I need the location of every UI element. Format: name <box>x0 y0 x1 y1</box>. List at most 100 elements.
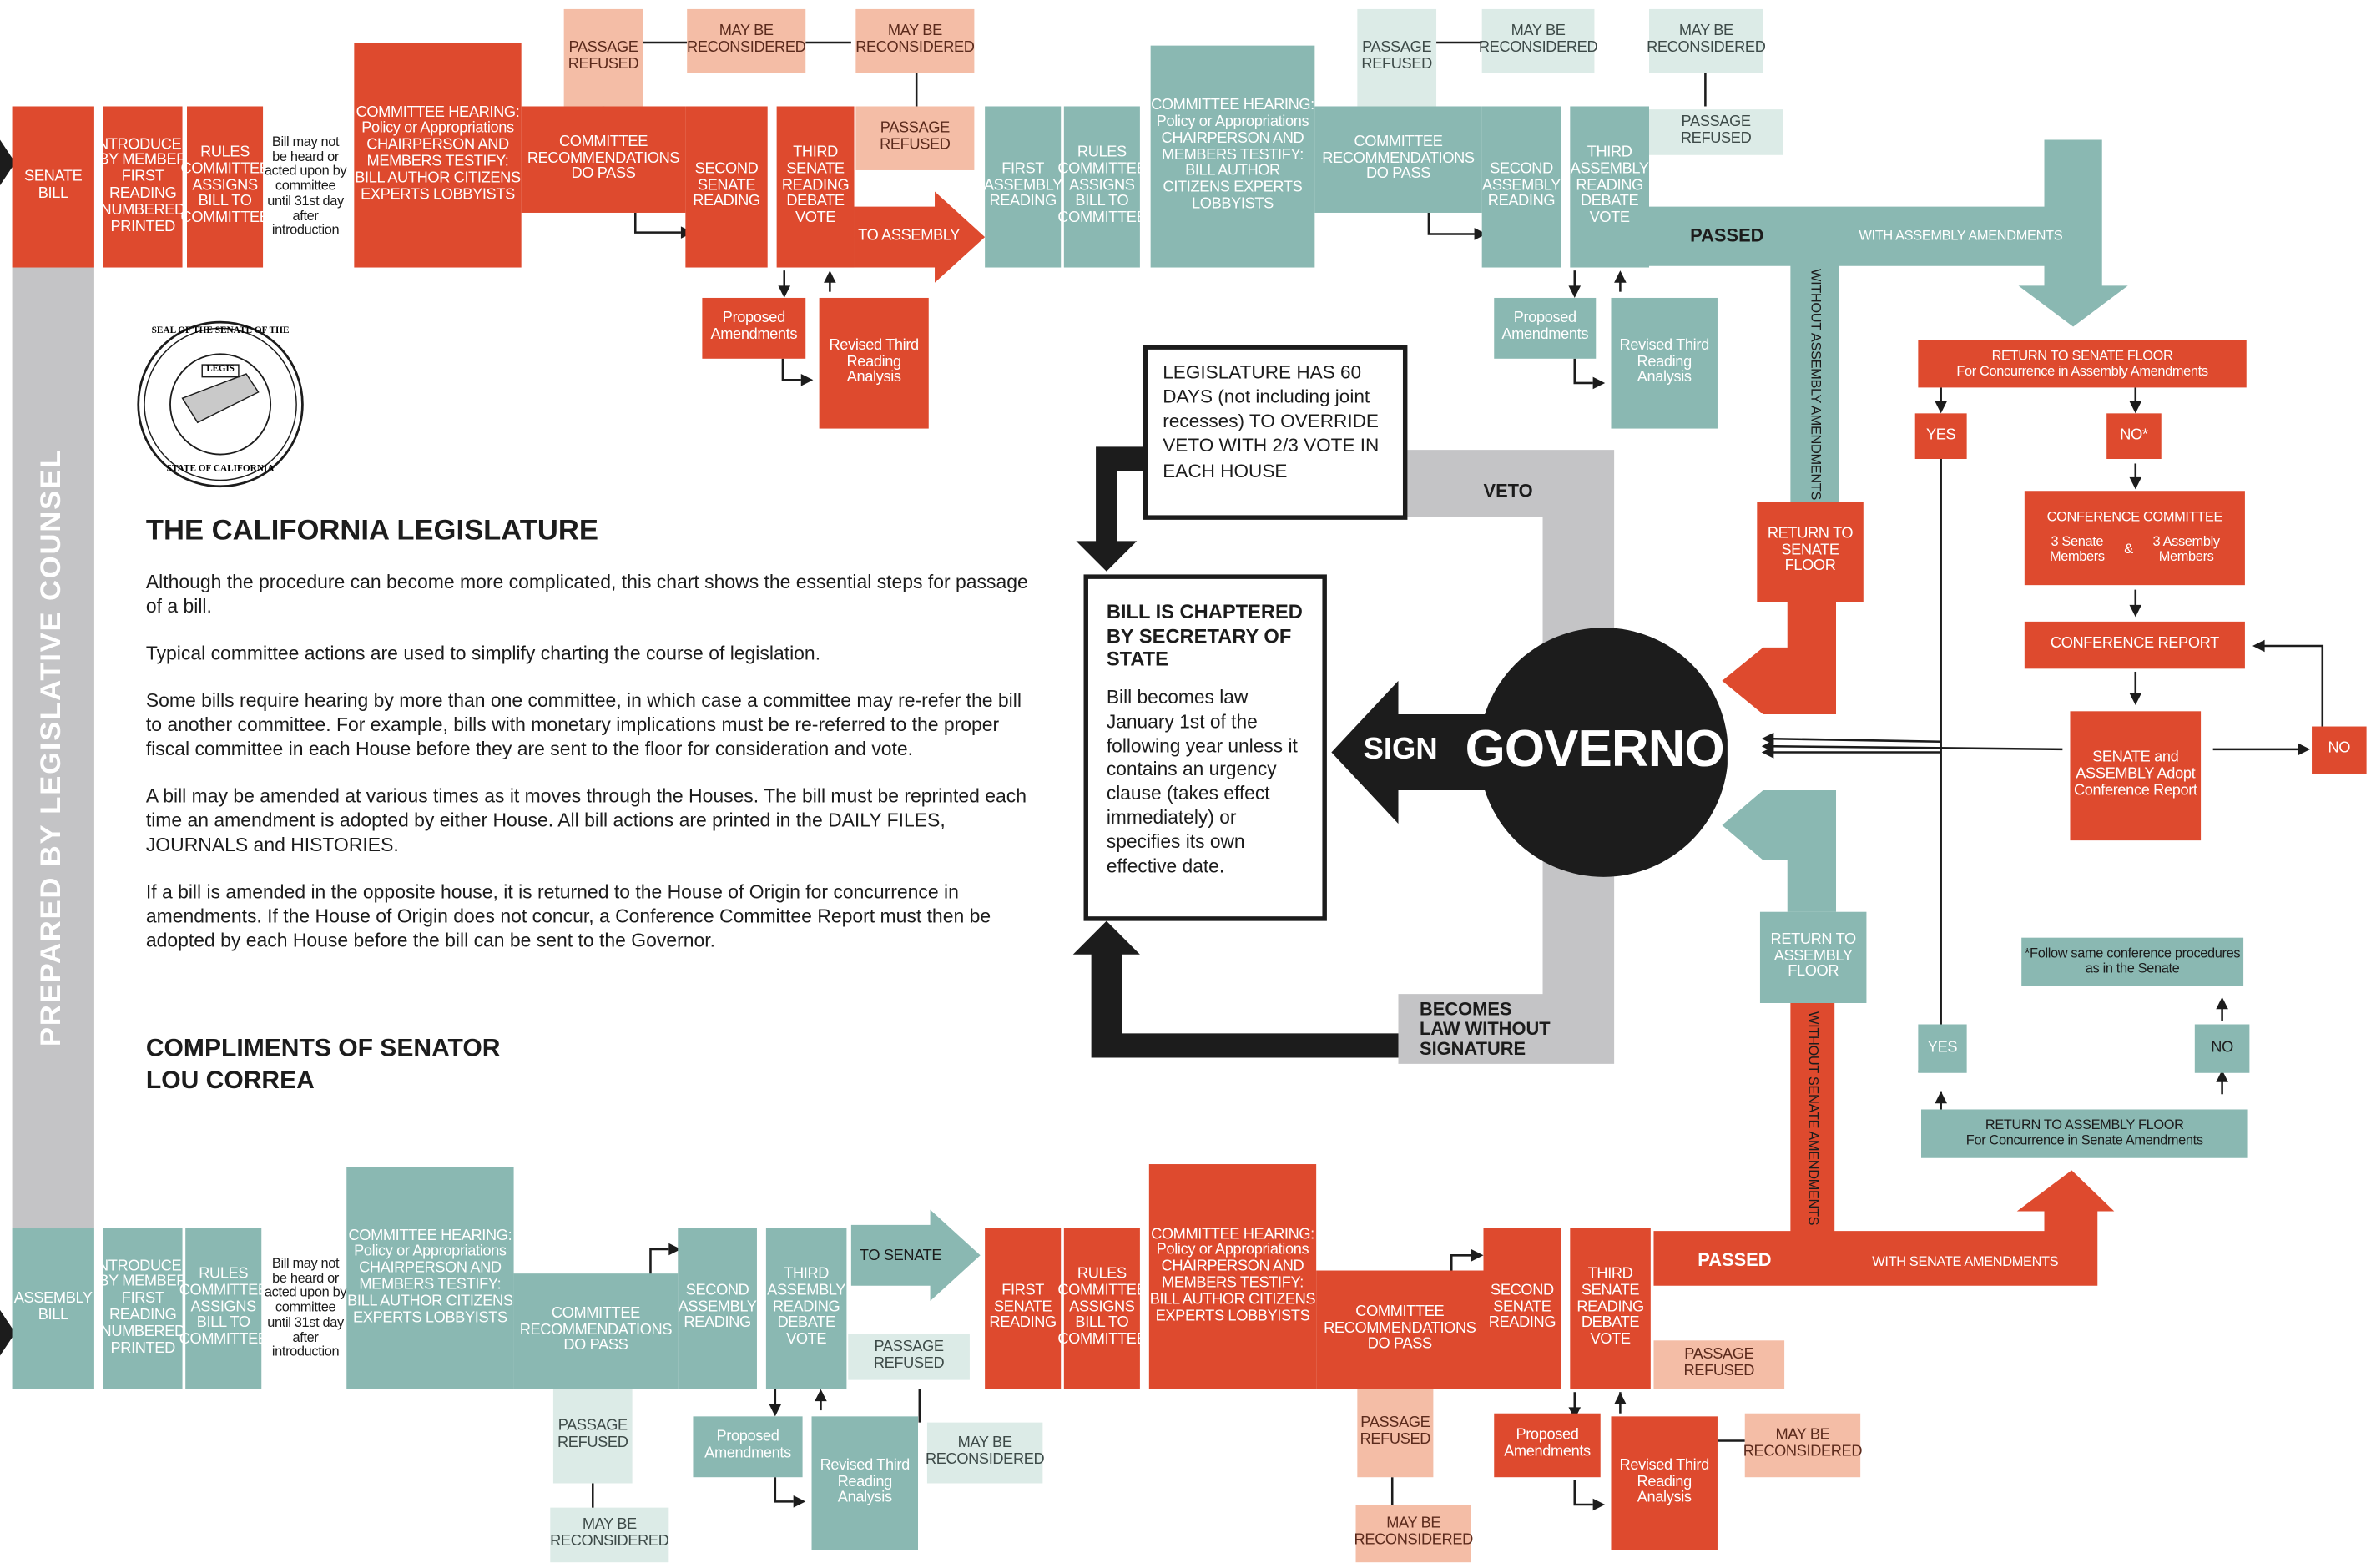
may-be-reconsidered-box: MAY BE RECONSIDERED <box>1743 1413 1863 1478</box>
return-senate-floor-box: RETURN TO SENATE FLOOR <box>1757 501 1864 602</box>
may-be-reconsidered-label: MAY BE RECONSIDERED <box>1743 1427 1863 1461</box>
committee-recommendations-box: COMMITTEE RECOMMENDATIONS DO PASS <box>513 1273 679 1389</box>
return-assembly-concurrence-title: RETURN TO ASSEMBLY FLOOR <box>1985 1117 2184 1133</box>
senate-bill-box: SENATE BILL <box>12 106 94 268</box>
conference-assembly-members: 3 Assembly Members <box>2152 533 2221 564</box>
third-senate-reading-label: THIRD SENATE READING DEBATE VOTE <box>1576 1266 1644 1349</box>
proposed-amendments-label: Proposed Amendments <box>710 310 798 344</box>
override-arrow <box>1076 446 1143 572</box>
return-assembly-floor-box: RETURN TO ASSEMBLY FLOOR <box>1759 911 1867 1003</box>
without-senate-amendments-text: WITHOUT SENATE AMENDMENTS <box>1790 1009 1834 1228</box>
senate-rules-label: RULES COMMITTEE ASSIGNS BILL TO COMMITTE… <box>1057 1266 1147 1349</box>
committee-hearing-box: COMMITTEE HEARING: Policy or Appropriati… <box>354 42 522 268</box>
may-be-reconsidered-label: MAY BE RECONSIDERED <box>550 1516 669 1550</box>
senate-recommendations-label: COMMITTEE RECOMMENDATIONS DO PASS <box>1324 1303 1476 1354</box>
third-reading-box: THIRD ASSEMBLY READING DEBATE VOTE <box>765 1228 847 1389</box>
committee-hearing-label: COMMITTEE HEARING: Policy or Appropriati… <box>355 103 521 204</box>
assembly-recommendations-label: COMMITTEE RECOMMENDATIONS DO PASS <box>1322 133 1475 184</box>
follow-procedures-text: *Follow same conference procedures as in… <box>2025 945 2241 976</box>
entry-arrow-bottom <box>0 1309 16 1356</box>
conference-report-label: CONFERENCE REPORT <box>2050 635 2219 653</box>
may-be-reconsidered-label: MAY BE RECONSIDERED <box>1354 1515 1474 1549</box>
yes-label: YES <box>1927 1038 1958 1056</box>
revised-analysis-box: Revised Third Reading Analysis <box>1611 297 1718 429</box>
rules-committee-label: RULES COMMITTEE ASSIGNS BILL TO COMMITTE… <box>179 1266 268 1349</box>
may-be-reconsidered-label: MAY BE RECONSIDERED <box>1647 23 1766 57</box>
description-paragraph: If a bill is amended in the opposite hou… <box>145 881 991 951</box>
conference-committee-box: CONFERENCE COMMITTEE 3 Senate Members & … <box>2024 491 2245 586</box>
introduced-label: INTRODUCED BY MEMBER FIRST READING NUMBE… <box>93 136 193 235</box>
to-assembly-arrow <box>854 191 986 283</box>
second-senate-reading-label: SECOND SENATE READING <box>1488 1282 1556 1333</box>
passage-refused-label: PASSAGE REFUSED <box>880 120 951 154</box>
may-be-reconsidered-box: MAY BE RECONSIDERED <box>1479 8 1598 73</box>
governor-label: GOVERNOR <box>1465 720 1762 779</box>
yes-box: YES <box>1918 1024 1967 1073</box>
to-assembly-label: TO ASSEMBLY <box>858 227 961 245</box>
may-be-reconsidered-box: MAY BE RECONSIDERED <box>1647 8 1766 73</box>
passed-assembly-bar <box>1649 139 2128 502</box>
revised-analysis-box: Revised Third Reading Analysis <box>819 297 929 429</box>
passage-refused-box: PASSAGE REFUSED <box>1357 8 1437 107</box>
revised-analysis-label: Revised Third Reading Analysis <box>1619 336 1710 387</box>
arrow-heads <box>668 226 2311 1511</box>
without-assembly-amendments-label: WITHOUT ASSEMBLY AMENDMENTS <box>1808 269 1824 501</box>
assembly-rules-box: RULES COMMITTEE ASSIGNS BILL TO COMMITTE… <box>1057 106 1147 268</box>
first-senate-reading-box: FIRST SENATE READING <box>985 1228 1062 1389</box>
proposed-amendments-box: Proposed Amendments <box>1494 297 1597 359</box>
third-reading-label: THIRD ASSEMBLY READING DEBATE VOTE <box>767 1266 846 1349</box>
second-senate-reading-box: SECOND SENATE READING <box>1483 1228 1561 1389</box>
banner-bar <box>12 267 94 1228</box>
override-note-box: LEGISLATURE HAS 60 DAYS (not including j… <box>1143 345 1408 520</box>
law-without-signature-arrow <box>1072 920 1399 1058</box>
to-senate-arrow <box>850 1209 981 1301</box>
description-paragraph: Although the procedure can become more c… <box>145 571 1028 618</box>
passage-refused-box: PASSAGE REFUSED <box>1357 1389 1434 1478</box>
proposed-amendments-box: Proposed Amendments <box>702 297 806 359</box>
waiting-note-label: Bill may not be heard or acted upon by c… <box>264 1255 347 1359</box>
no-box: NO <box>2194 1024 2250 1073</box>
yes-box: YES <box>1914 413 1967 460</box>
introduced-box: INTRODUCED BY MEMBER FIRST READING NUMBE… <box>93 106 192 268</box>
third-assembly-reading-label: THIRD ASSEMBLY READING DEBATE VOTE <box>1570 144 1649 227</box>
sign-arrow <box>1331 680 1490 824</box>
passed-label: PASSED <box>1690 224 1764 247</box>
may-be-reconsidered-box: MAY BE RECONSIDERED <box>855 8 975 73</box>
waiting-note: Bill may not be heard or acted upon by c… <box>264 1228 347 1389</box>
description-paragraph: Some bills require hearing by more than … <box>145 689 1022 760</box>
passed-senate-bar <box>1653 1002 2115 1286</box>
assembly-bill-label: ASSEMBLY BILL <box>13 1290 93 1324</box>
introduced-box: INTRODUCED BY MEMBER FIRST READING NUMBE… <box>93 1228 192 1389</box>
second-reading-box: SECOND SENATE READING <box>685 106 768 268</box>
may-be-reconsidered-label: MAY BE RECONSIDERED <box>855 23 975 57</box>
passage-refused-box: PASSAGE REFUSED <box>1653 1340 1785 1389</box>
with-senate-amendments-label: WITH SENATE AMENDMENTS <box>1872 1253 2059 1269</box>
conference-ampersand: & <box>2124 541 2133 557</box>
assembly-bill-box: ASSEMBLY BILL <box>12 1228 94 1389</box>
revised-analysis-label: Revised Third Reading Analysis <box>829 336 920 387</box>
compliments: COMPLIMENTS OF SENATOR LOU CORREA <box>145 1035 501 1094</box>
passage-refused-label: PASSAGE REFUSED <box>568 39 639 73</box>
senate-bill-label: SENATE BILL <box>24 169 83 203</box>
veto-label: VETO <box>1483 480 1533 502</box>
committee-hearing-box: COMMITTEE HEARING: Policy or Appropriati… <box>346 1167 514 1389</box>
conference-report-box: CONFERENCE REPORT <box>2024 621 2245 669</box>
revised-analysis-label: Revised Third Reading Analysis <box>1619 1457 1710 1507</box>
senate-hearing-label: COMMITTEE HEARING: Policy or Appropriati… <box>1149 1225 1316 1325</box>
assembly-hearing-box: COMMITTEE HEARING: Policy or Appropriati… <box>1150 45 1315 268</box>
return-assembly-concurrence-box: RETURN TO ASSEMBLY FLOOR For Concurrence… <box>1920 1109 2248 1158</box>
adopt-report-box: SENATE and ASSEMBLY Adopt Conference Rep… <box>2070 711 2202 841</box>
no-box: NO <box>2312 726 2367 774</box>
rules-committee-box: RULES COMMITTEE ASSIGNS BILL TO COMMITTE… <box>181 106 270 268</box>
passage-refused-box: PASSAGE REFUSED <box>552 1389 633 1484</box>
banner-label: PREPARED BY LEGISLATIVE COUNSEL <box>36 449 68 1046</box>
seal-legend-center: LEGIS <box>206 365 235 375</box>
adopt-report-label: SENATE and ASSEMBLY Adopt Conference Rep… <box>2073 749 2197 799</box>
may-be-reconsidered-box: MAY BE RECONSIDERED <box>687 8 806 73</box>
proposed-amendments-label: Proposed Amendments <box>704 1429 791 1462</box>
second-reading-label: SECOND ASSEMBLY READING <box>678 1282 757 1333</box>
to-senate-label: TO SENATE <box>859 1247 942 1264</box>
passage-refused-label: PASSAGE REFUSED <box>873 1339 945 1373</box>
third-reading-box: THIRD SENATE READING DEBATE VOTE <box>776 106 855 268</box>
proposed-amendments-label: Proposed Amendments <box>1501 310 1589 344</box>
